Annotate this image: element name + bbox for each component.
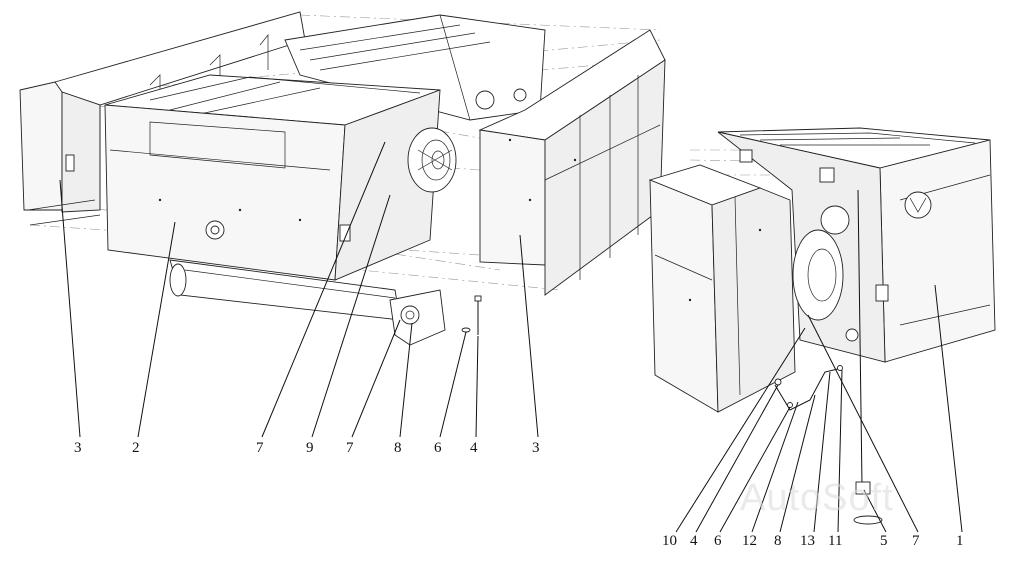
- side-cover-left: [19, 11, 306, 226]
- callout-10: 10: [662, 533, 677, 549]
- callout-3-right-cover: 3: [532, 440, 540, 456]
- fan-impeller: [407, 127, 457, 193]
- main-housing: [104, 74, 441, 281]
- upper-rear-hopper: [284, 14, 546, 121]
- callout-5: 5: [880, 533, 888, 549]
- callout-6-right: 6: [714, 533, 722, 549]
- watermark-logo: AutoSoft: [740, 477, 894, 519]
- callout-11: 11: [828, 533, 842, 549]
- callout-13: 13: [800, 533, 815, 549]
- gearbox: [389, 289, 446, 346]
- left-callout-labels: 3 2 7 9 7 8 6 4 3: [74, 440, 540, 456]
- right-leader-lines: [675, 284, 963, 533]
- side-cover-right: [478, 29, 666, 296]
- right-callout-labels: 10 4 6 12 8 13 11 5 7 1: [662, 533, 964, 549]
- left-leader-lines: [59, 141, 539, 438]
- callout-6-washer: 6: [434, 440, 442, 456]
- linkage-rod: [774, 189, 883, 525]
- callout-3-left-cover: 3: [74, 440, 82, 456]
- right-assembly: 10 4 6 12 8 13 11 5 7 1 AutoSoft: [648, 127, 996, 549]
- right-fan: [792, 229, 844, 321]
- bolt-and-washer: [461, 295, 482, 335]
- callout-7-a: 7: [256, 440, 264, 456]
- right-side-cover: [648, 164, 796, 413]
- left-assembly: 3 2 7 9 7 8 6 4 3: [19, 11, 666, 456]
- callout-1-unit: 1: [956, 533, 964, 549]
- callout-12: 12: [742, 533, 757, 549]
- callout-4-right: 4: [690, 533, 698, 549]
- callout-2-housing: 2: [132, 440, 140, 456]
- callout-9: 9: [306, 440, 314, 456]
- callout-7-b: 7: [346, 440, 354, 456]
- callout-8-gearbox: 8: [394, 440, 402, 456]
- callout-8-right: 8: [774, 533, 782, 549]
- callout-4-bolt: 4: [470, 440, 478, 456]
- callout-7-right: 7: [912, 533, 920, 549]
